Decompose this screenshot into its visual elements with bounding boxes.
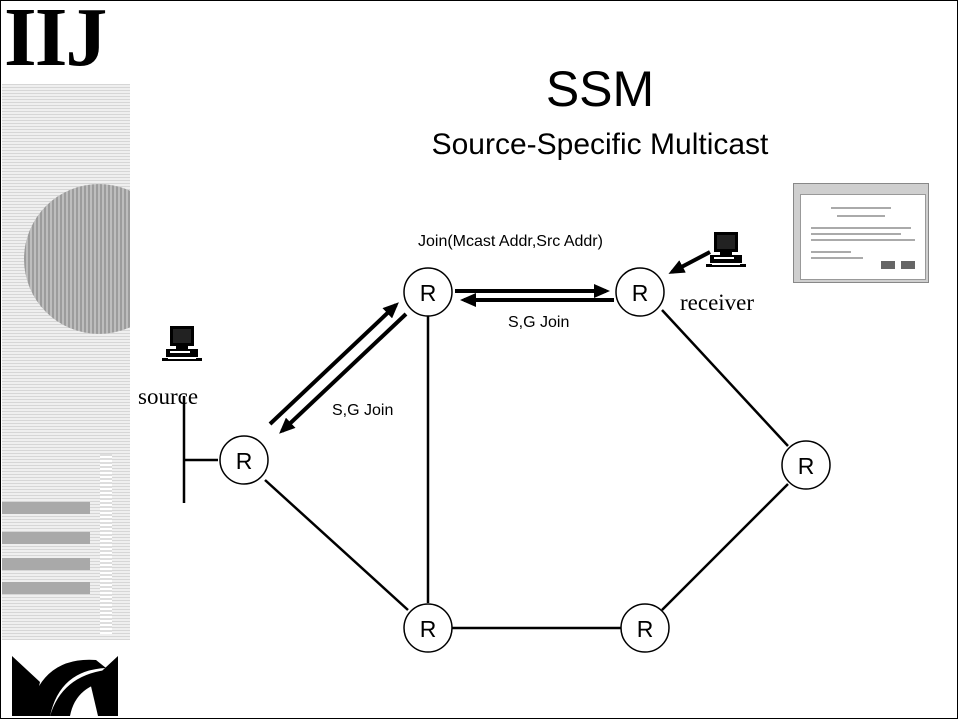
receiver-label: receiver bbox=[680, 290, 755, 315]
router-label: R bbox=[798, 453, 815, 479]
receiver-computer-icon bbox=[706, 232, 746, 267]
page-title: SSM bbox=[545, 61, 655, 117]
screenshot-thumbnail bbox=[793, 183, 929, 283]
join-arrows bbox=[268, 250, 711, 434]
decorative-strip bbox=[2, 582, 90, 594]
router-label: R bbox=[236, 448, 253, 474]
sg-join-label: S,G Join bbox=[332, 402, 394, 419]
iij-logo: IIJ bbox=[4, 0, 107, 84]
sg-join-label: S,G Join bbox=[508, 314, 570, 331]
join-arrow-r3-to-r1 bbox=[268, 302, 399, 426]
source-computer-icon bbox=[162, 326, 202, 361]
decorative-bar bbox=[100, 454, 112, 634]
join-arrow-r1-to-r3 bbox=[279, 312, 408, 434]
router-label: R bbox=[420, 616, 437, 642]
decorative-strip bbox=[2, 532, 90, 544]
link-r3-r5 bbox=[264, 479, 409, 611]
router-node: R bbox=[620, 603, 670, 653]
join-message-label: Join(Mcast Addr,Src Addr) bbox=[418, 233, 603, 250]
decorative-strip bbox=[2, 558, 90, 570]
decorative-side-band bbox=[2, 84, 130, 640]
bottom-logo-icon bbox=[10, 652, 120, 723]
decorative-strip bbox=[2, 502, 90, 514]
router-label: R bbox=[632, 280, 649, 306]
router-label: R bbox=[420, 280, 437, 306]
router-node: R bbox=[403, 267, 453, 317]
router-label: R bbox=[637, 616, 654, 642]
source-label: source bbox=[138, 384, 199, 409]
link-r2-r4 bbox=[661, 309, 789, 447]
router-node: R bbox=[219, 435, 269, 485]
network-links bbox=[182, 309, 789, 630]
link-r6-r4 bbox=[661, 483, 789, 611]
router-node: R bbox=[403, 603, 453, 653]
page-subtitle: Source-Specific Multicast bbox=[431, 128, 769, 161]
router-node: R bbox=[615, 267, 665, 317]
router-node: R bbox=[781, 440, 831, 490]
receiver-join-arrow bbox=[668, 250, 711, 274]
